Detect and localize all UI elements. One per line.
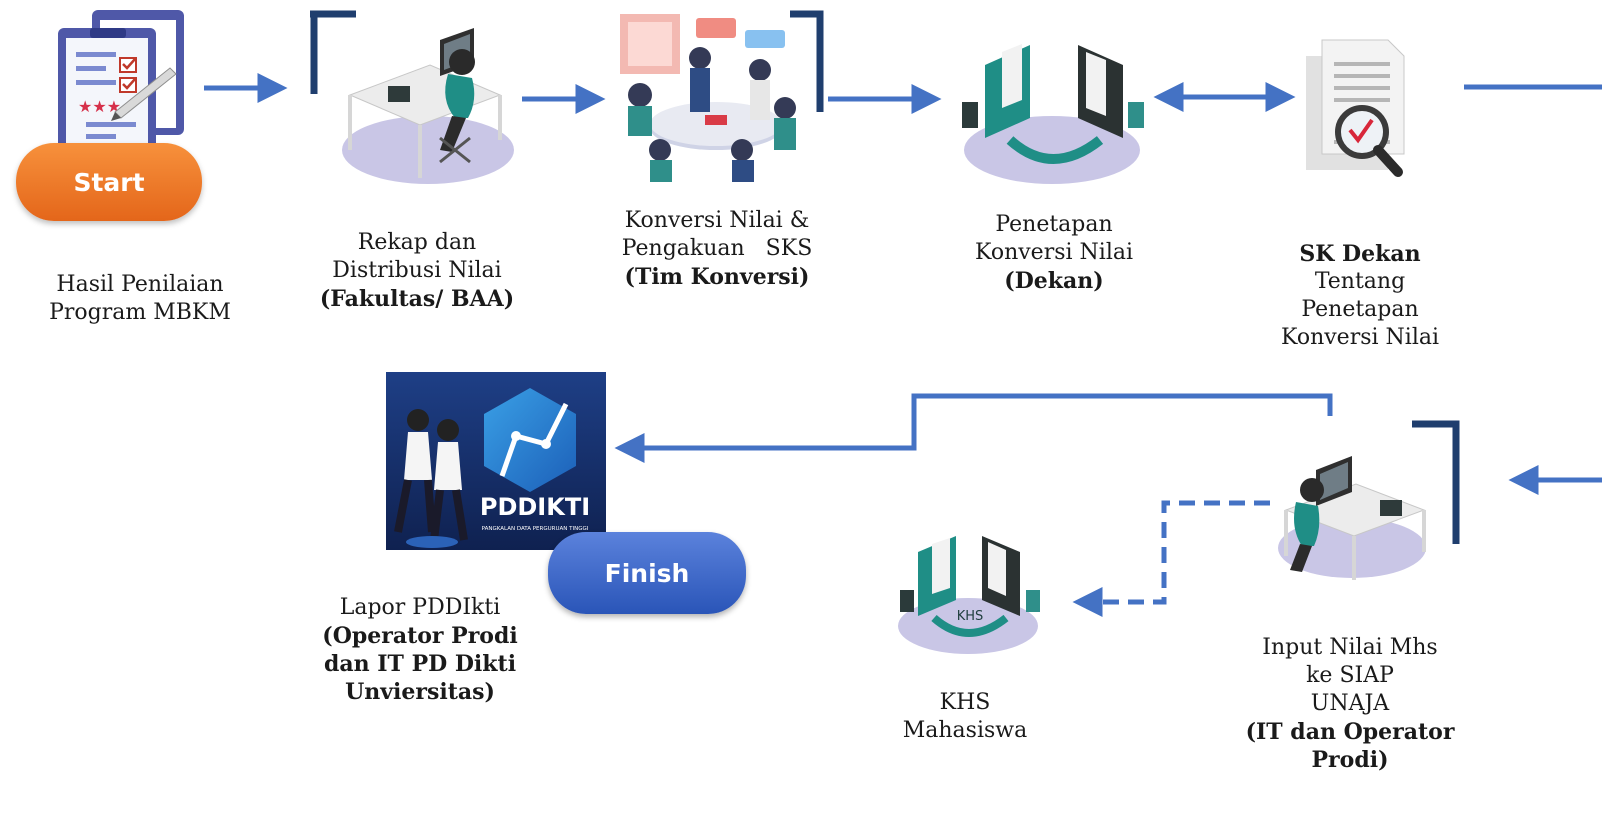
label-line: Rekap dan <box>357 230 477 255</box>
label-line: ke SIAP <box>1306 663 1394 688</box>
workstation-icon <box>310 10 514 184</box>
label-line: Tentang <box>1314 269 1406 294</box>
finish-button: Finish <box>548 532 746 614</box>
step-label-lapor-pddikti: Lapor PDDIkti (Operator Prodi dan IT PD … <box>300 594 540 706</box>
step-label-hasil-penilaian: Hasil Penilaian Program MBKM <box>20 271 260 327</box>
label-line: Hasil Penilaian <box>56 272 224 297</box>
label-line: Program MBKM <box>49 300 231 325</box>
start-button: Start <box>16 143 202 221</box>
label-line: Mahasiswa <box>902 718 1028 743</box>
label-line: Penetapan <box>1301 297 1419 322</box>
label-role: Prodi) <box>1311 747 1389 773</box>
team-meeting-icon <box>620 10 824 182</box>
step-label-rekap-distribusi: Rekap dan Distribusi Nilai (Fakultas/ BA… <box>292 229 542 313</box>
document-search-icon <box>1306 39 1405 177</box>
pddikti-logo-panel: PDDIKTI PANGKALAN DATA PERGURUAN TINGGI <box>386 372 606 550</box>
label-line: Konversi Nilai <box>1280 325 1440 350</box>
step-label-sk-dekan: SK Dekan Tentang Penetapan Konversi Nila… <box>1250 240 1470 352</box>
label-line: Penetapan <box>995 212 1113 237</box>
arrow-input-to-pddikti <box>614 393 1333 463</box>
label-role: (IT dan Operator <box>1245 719 1455 745</box>
step-label-konversi-nilai: Konversi Nilai & Pengakuan SKS (Tim Konv… <box>592 207 842 291</box>
khs-folders-icon: KHS <box>898 536 1040 654</box>
flow-arrows <box>204 73 1602 617</box>
pddikti-logo-text: PDDIKTI <box>480 493 590 521</box>
khs-tag: KHS <box>957 609 984 624</box>
label-line: Input Nilai Mhs <box>1262 635 1438 660</box>
label-line: Lapor PDDIkti <box>339 595 501 620</box>
label-role: (Tim Konversi) <box>624 264 810 290</box>
label-line: UNAJA <box>1310 691 1390 716</box>
step-label-khs: KHS Mahasiswa <box>850 689 1080 745</box>
step-label-input-nilai: Input Nilai Mhs ke SIAP UNAJA (IT dan Op… <box>1220 634 1480 774</box>
input-workstation-icon <box>1278 420 1460 580</box>
label-line: Distribusi Nilai <box>332 258 502 283</box>
arrow-input-to-khs-dashed <box>1072 500 1270 617</box>
label-line: Pengakuan SKS <box>621 236 813 261</box>
label-line: KHS <box>939 690 991 715</box>
pddikti-logo-subtext: PANGKALAN DATA PERGURUAN TINGGI <box>482 526 589 532</box>
clipboard-icon: ★★★ <box>58 10 184 160</box>
step-label-penetapan: Penetapan Konversi Nilai (Dekan) <box>934 211 1174 295</box>
label-role: (Fakultas/ BAA) <box>319 286 515 312</box>
label-line: Konversi Nilai & <box>624 208 810 233</box>
label-role: (Operator Prodi <box>322 623 518 649</box>
folder-exchange-icon <box>962 44 1144 184</box>
label-role: dan IT PD Dikti <box>323 651 517 677</box>
label-role: (Dekan) <box>1004 268 1104 294</box>
svg-text:★★★: ★★★ <box>78 97 121 116</box>
label-title: SK Dekan <box>1299 241 1421 267</box>
label-role: Unviersitas) <box>345 679 495 705</box>
label-line: Konversi Nilai <box>974 240 1134 265</box>
